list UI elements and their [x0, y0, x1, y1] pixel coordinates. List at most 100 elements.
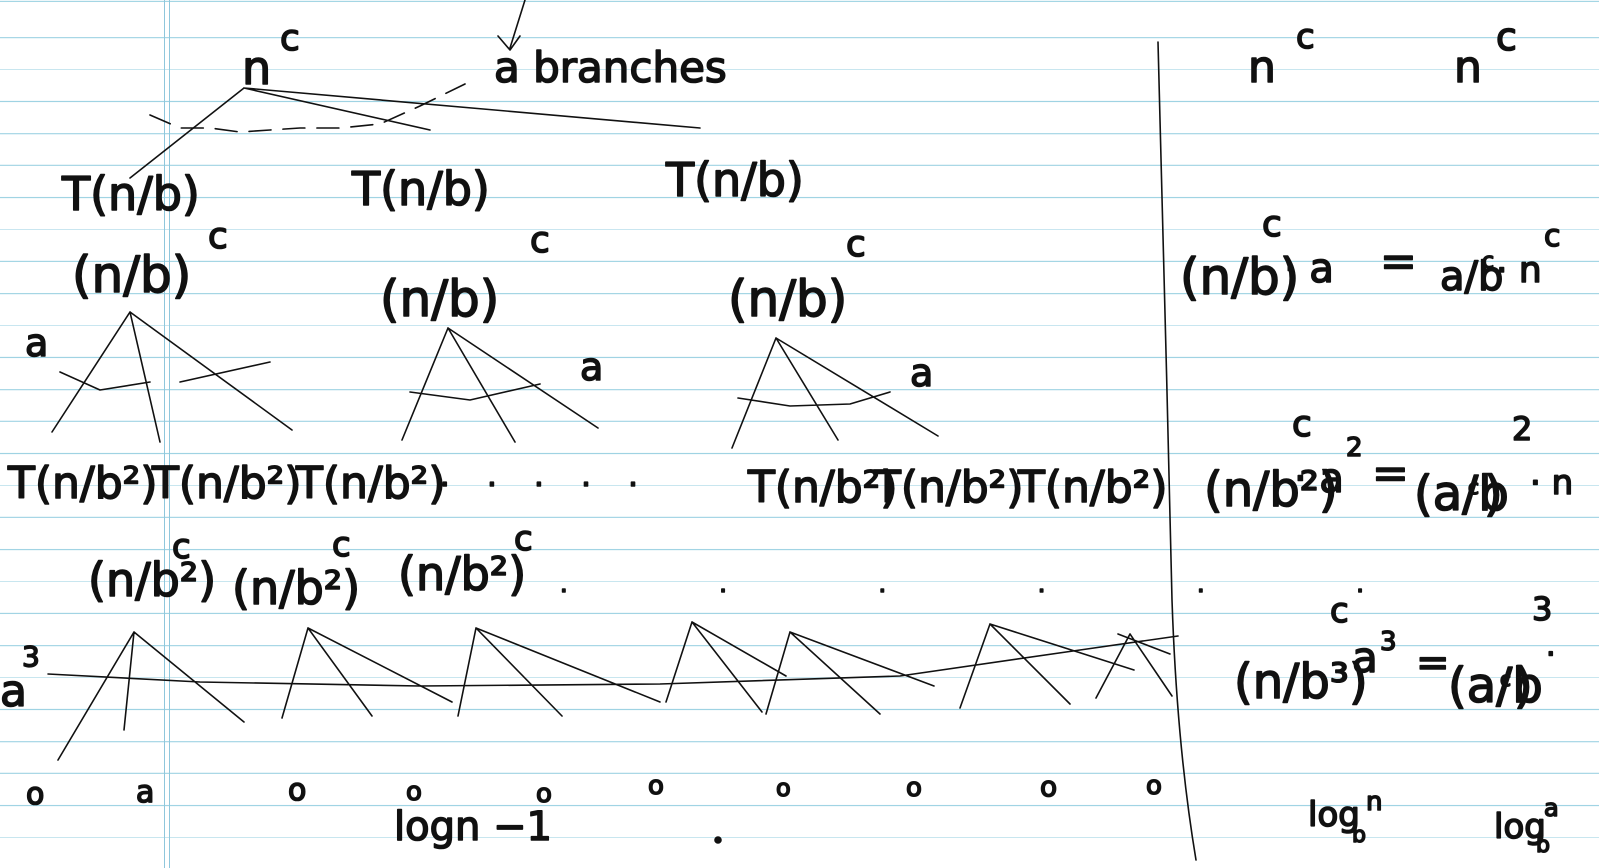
ink-dot — [714, 836, 722, 844]
leaf: o — [406, 777, 422, 807]
level3-label-a: a — [0, 666, 27, 717]
level2-cost-exp: c — [514, 519, 533, 559]
sum-rhs-pow: 3 — [1532, 590, 1552, 628]
leaf: o — [648, 771, 664, 801]
footer-log: log — [1308, 795, 1360, 835]
footer-log-base: b — [1536, 833, 1550, 858]
branch-label-a: a — [580, 345, 603, 389]
margin-line — [164, 0, 165, 868]
sum-lhs: (n/b³) — [1234, 654, 1368, 710]
sum-header-exp: c — [1296, 17, 1315, 57]
leaf: o — [536, 779, 552, 809]
sum-rhs: (a/b — [1414, 466, 1509, 522]
sum-rhs: a/b — [1440, 254, 1503, 300]
footer-log-arg: a — [1544, 794, 1559, 822]
level2-node: T(n/b²) — [7, 458, 158, 509]
sum-lhs-exp: c — [1292, 404, 1312, 445]
sum-lhs-exp: c — [1330, 591, 1349, 631]
level2-node: T(n/b²) — [151, 458, 302, 509]
sum-tail: · n — [1530, 463, 1573, 503]
leaf: a — [136, 775, 154, 810]
sum-row-1: (n/b) c · a = a/b c · n c — [1179, 203, 1561, 307]
level2-node: T(n/b²) — [747, 462, 898, 513]
sum-tail-exp: c — [1544, 219, 1561, 254]
sums-header: n c n c — [1247, 14, 1518, 94]
sum-eq: = — [1372, 448, 1409, 499]
level2-node: T(n/b²) — [873, 462, 1024, 513]
root-branches — [129, 87, 701, 179]
sums-footer: log b n log b a — [1307, 786, 1559, 859]
root-exp: c — [280, 18, 300, 59]
sum-lhs: (n/b) — [1180, 248, 1299, 306]
sum-rhs-exp: c — [1468, 475, 1479, 499]
sum-header-exp: c — [1496, 15, 1517, 59]
level3-arc — [47, 635, 1179, 687]
branch-label-a: a — [910, 351, 933, 395]
sum-times-exp: 3 — [1380, 627, 1397, 657]
footer-log-arg: n — [1366, 787, 1382, 817]
leaf: o — [776, 774, 791, 802]
level2-cost: (n/b²) — [398, 547, 526, 601]
level3-label-exp: 3 — [22, 640, 40, 673]
level2-cost-exp: c — [332, 525, 351, 565]
sum-times: a — [1352, 633, 1378, 682]
level1-cost-exp: c — [530, 220, 550, 261]
sum-header-n: n — [1248, 42, 1276, 93]
level1-nodes: T(n/b) T(n/b) T(n/b) — [60, 152, 804, 222]
sum-rhs-close: ) — [1484, 466, 1503, 522]
leaves: o a o o o o o o o o logn −1 — [25, 769, 1163, 851]
sum-tail: · n — [1496, 250, 1542, 291]
sum-rhs: (a/b — [1448, 658, 1543, 714]
level2-cost: (n/b²) — [232, 561, 360, 615]
level1-node: T(n/b) — [665, 153, 804, 207]
margin-line — [169, 0, 170, 868]
branch-label-a: a — [25, 321, 48, 365]
level1-cost: (n/b) — [380, 270, 499, 328]
sum-header-n: n — [1454, 42, 1482, 93]
leaf: o — [1040, 770, 1057, 803]
sum-times-exp: 2 — [1346, 433, 1363, 463]
sum-tail: · — [1546, 637, 1556, 672]
branch-arc — [149, 83, 466, 133]
sum-times: · a — [1294, 456, 1344, 502]
leaf: o — [288, 773, 306, 808]
level2-cost-exp: c — [172, 527, 191, 567]
sum-row-3: (n/b³) c a 3 = (a/b c ) 3 · — [1233, 589, 1556, 715]
level2-ellipsis: . . . . . — [440, 459, 652, 494]
level1-cost: (n/b) — [72, 246, 191, 304]
column-divider — [1157, 41, 1197, 861]
level1-node: T(n/b) — [351, 162, 490, 216]
sum-eq: = — [1416, 640, 1450, 686]
level1-costs: (n/b) c (n/b) c (n/b) c — [71, 215, 866, 329]
sum-lhs-exp: c — [1262, 204, 1282, 245]
leaf: o — [1146, 771, 1162, 801]
footer-log: log — [1494, 807, 1546, 847]
level2-node: T(n/b²) — [295, 458, 446, 509]
sum-rhs-close: ) — [1514, 658, 1533, 714]
root-n: n — [242, 41, 271, 95]
level2-nodes: T(n/b²) T(n/b²) T(n/b²) . . . . . T(n/b²… — [6, 457, 1168, 514]
level1-node: T(n/b) — [61, 167, 200, 221]
arrow-to-a — [497, 0, 526, 51]
footer-log-base: b — [1352, 823, 1366, 848]
level2-node: T(n/b²) — [1017, 462, 1168, 513]
sum-lhs: (n/b²) — [1204, 462, 1338, 518]
level1-branches: a a a — [24, 311, 939, 449]
branches-label: a branches — [494, 43, 727, 92]
sum-eq: = — [1380, 236, 1417, 287]
leaf: o — [906, 773, 922, 803]
level2-costs: (n/b²) c (n/b²) c (n/b²) c . . . . . . — [87, 518, 1365, 616]
level1-cost-exp: c — [846, 224, 866, 265]
leaf: o — [26, 777, 44, 812]
level3-branches: a 3 — [0, 621, 1179, 761]
level2-cost: (n/b²) — [88, 553, 216, 607]
level1-cost-exp: c — [208, 216, 228, 257]
sum-times: · a — [1284, 246, 1334, 292]
level1-cost: (n/b) — [728, 270, 847, 328]
sum-rhs-pow: 2 — [1512, 410, 1532, 448]
bottom-label: logn −1 — [394, 804, 552, 850]
sum-row-2: (n/b²) c · a 2 = (a/b c ) 2 · n — [1203, 403, 1574, 523]
sum-rhs-exp: c — [1500, 667, 1511, 691]
